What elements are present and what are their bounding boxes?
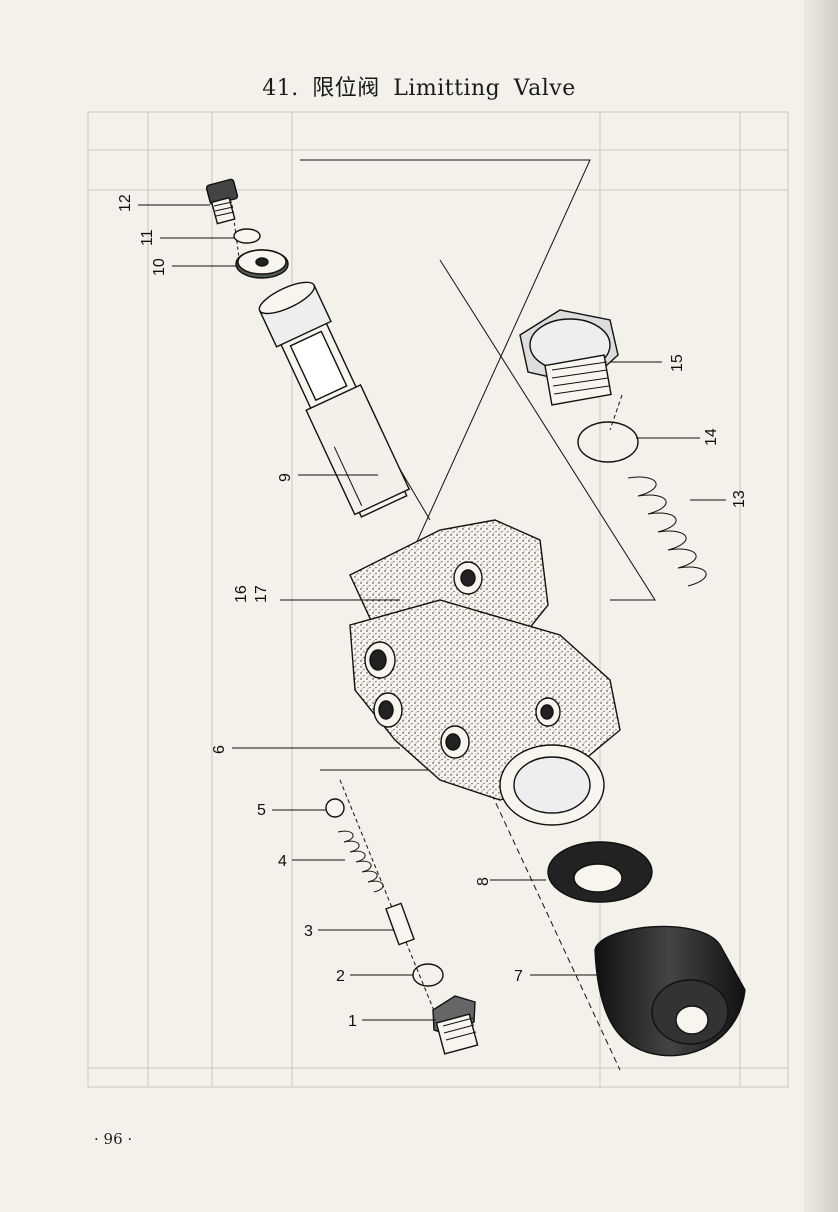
part-9-spool <box>258 281 411 518</box>
part-12-screw <box>205 178 239 225</box>
part-5-ball <box>325 798 345 818</box>
part-8-ring-nut <box>547 841 653 903</box>
title-chinese: 41. 限位阀 <box>262 76 380 101</box>
callout-5: 5 <box>257 802 266 819</box>
part-11-washer <box>233 228 261 244</box>
callout-2: 2 <box>336 968 345 985</box>
part-3-pin <box>385 902 415 946</box>
part-10-flat-washer <box>235 249 289 279</box>
callout-3: 3 <box>304 923 313 940</box>
callout-15: 15 <box>669 354 686 372</box>
callout-7: 7 <box>514 968 523 985</box>
callout-11: 11 <box>139 229 156 246</box>
part-2-o-ring <box>412 963 444 987</box>
part-7-knob <box>594 925 746 1057</box>
callout-4: 4 <box>278 853 287 870</box>
part-14-o-ring <box>577 421 639 463</box>
part-4-small-spring <box>337 830 384 893</box>
callout-8: 8 <box>475 877 492 886</box>
callout-9: 9 <box>277 473 294 482</box>
callout-12: 12 <box>117 194 134 212</box>
part-6-valve-body <box>349 519 621 826</box>
callout-6: 6 <box>211 745 228 754</box>
callout-labels: 12 11 10 9 16 17 6 5 4 3 2 1 8 7 15 14 1… <box>117 194 748 1030</box>
part-13-spring <box>627 476 707 587</box>
callout-leaders <box>138 204 726 1021</box>
part-15-plug <box>519 309 619 406</box>
callout-10: 10 <box>151 258 168 276</box>
page-title: 41. 限位阀 Limitting Valve <box>0 70 838 102</box>
callout-1: 1 <box>348 1013 357 1030</box>
part-1-plug-screw <box>432 995 479 1055</box>
title-english: Limitting Valve <box>393 76 576 101</box>
page-number: · 96 · <box>94 1130 133 1148</box>
callout-16: 16 <box>233 585 250 603</box>
callout-17: 17 <box>253 585 270 603</box>
callout-14: 14 <box>703 428 720 446</box>
bleed-through-table <box>87 111 789 1088</box>
page-edge-shadow <box>804 0 838 1212</box>
callout-13: 13 <box>731 490 748 508</box>
